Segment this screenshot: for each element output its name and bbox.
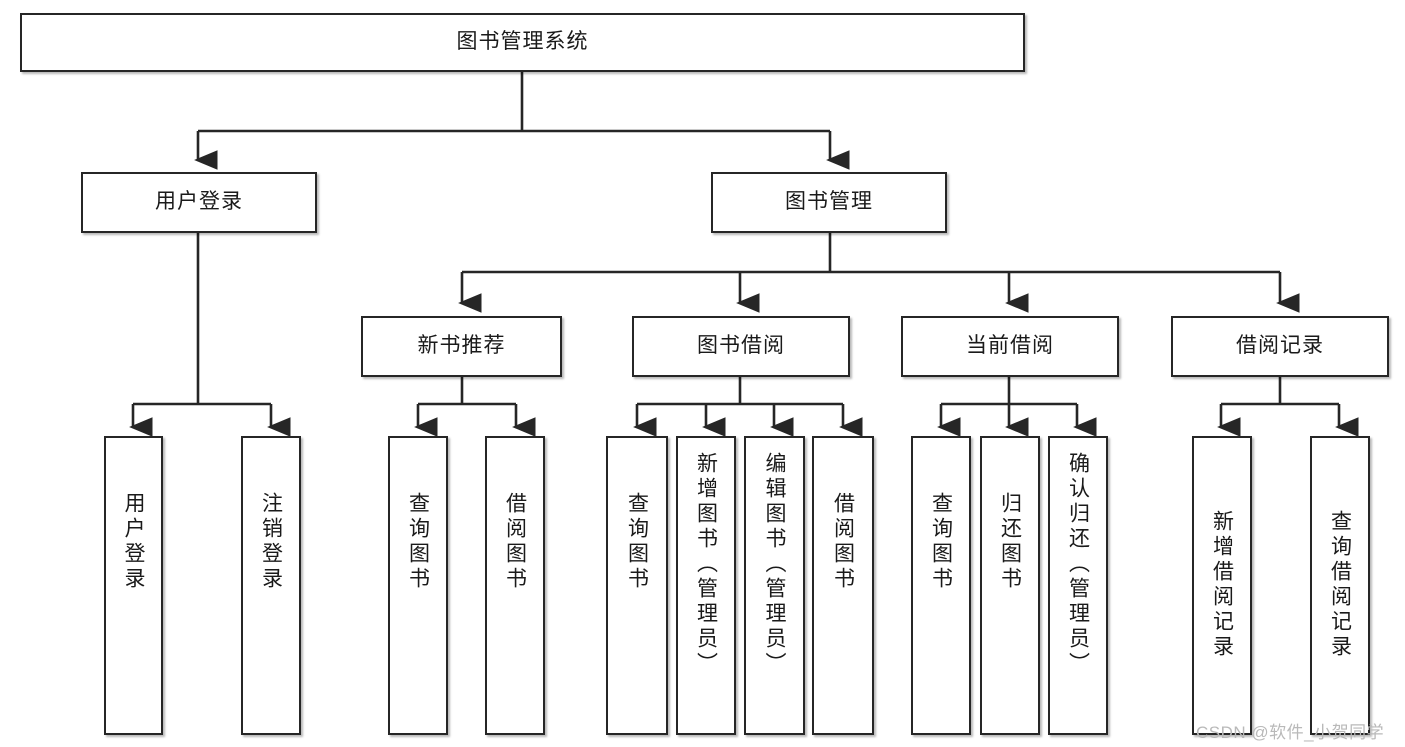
node-current-borrow[interactable]: 当前借阅 — [901, 316, 1119, 377]
node-root[interactable]: 图书管理系统 — [20, 13, 1025, 72]
node-leaf-query-book-2-label: 查询图书 — [625, 492, 649, 592]
node-leaf-borrow-book-1-label: 借阅图书 — [503, 492, 527, 592]
node-book-borrow[interactable]: 图书借阅 — [632, 316, 850, 377]
node-leaf-query-book-3[interactable]: 查询图书 — [911, 436, 971, 735]
node-book-borrow-label: 图书借阅 — [697, 334, 785, 358]
node-book-manage-label: 图书管理 — [785, 190, 873, 214]
node-borrow-record-label: 借阅记录 — [1236, 334, 1324, 358]
node-leaf-add-record-label: 新增借阅记录 — [1210, 510, 1234, 660]
node-leaf-borrow-book-2-label: 借阅图书 — [831, 492, 855, 592]
node-book-manage[interactable]: 图书管理 — [711, 172, 947, 233]
node-leaf-borrow-book-2[interactable]: 借阅图书 — [812, 436, 874, 735]
node-current-borrow-label: 当前借阅 — [966, 334, 1054, 358]
node-leaf-confirm-return[interactable]: 确认归还（管理员） — [1048, 436, 1108, 735]
node-leaf-query-book-2[interactable]: 查询图书 — [606, 436, 668, 735]
node-new-book-recommend[interactable]: 新书推荐 — [361, 316, 562, 377]
node-leaf-user-login[interactable]: 用户登录 — [104, 436, 163, 735]
node-leaf-query-record-label: 查询借阅记录 — [1328, 510, 1352, 660]
node-leaf-return-book-label: 归还图书 — [998, 492, 1022, 592]
node-borrow-record[interactable]: 借阅记录 — [1171, 316, 1389, 377]
node-leaf-logout-login[interactable]: 注销登录 — [241, 436, 301, 735]
csdn-watermark: CSDN @软件_小贺同学 — [1196, 723, 1385, 742]
node-leaf-return-book[interactable]: 归还图书 — [980, 436, 1040, 735]
node-leaf-query-record[interactable]: 查询借阅记录 — [1310, 436, 1370, 735]
node-leaf-user-login-label: 用户登录 — [122, 492, 145, 592]
node-leaf-add-record[interactable]: 新增借阅记录 — [1192, 436, 1252, 735]
node-leaf-borrow-book-1[interactable]: 借阅图书 — [485, 436, 545, 735]
node-leaf-add-book-label: 新增图书（管理员） — [694, 452, 718, 677]
node-leaf-edit-book-label: 编辑图书（管理员） — [763, 452, 786, 677]
node-leaf-query-book-1-label: 查询图书 — [406, 492, 430, 592]
node-leaf-logout-login-label: 注销登录 — [259, 492, 283, 592]
node-new-book-recommend-label: 新书推荐 — [417, 334, 506, 358]
node-leaf-add-book[interactable]: 新增图书（管理员） — [676, 436, 736, 735]
node-leaf-confirm-return-label: 确认归还（管理员） — [1066, 452, 1090, 677]
node-leaf-query-book-1[interactable]: 查询图书 — [388, 436, 448, 735]
node-user-login-label: 用户登录 — [155, 190, 243, 214]
node-root-label: 图书管理系统 — [456, 30, 589, 54]
node-leaf-query-book-3-label: 查询图书 — [929, 492, 953, 592]
node-leaf-edit-book[interactable]: 编辑图书（管理员） — [744, 436, 805, 735]
node-user-login[interactable]: 用户登录 — [81, 172, 317, 233]
